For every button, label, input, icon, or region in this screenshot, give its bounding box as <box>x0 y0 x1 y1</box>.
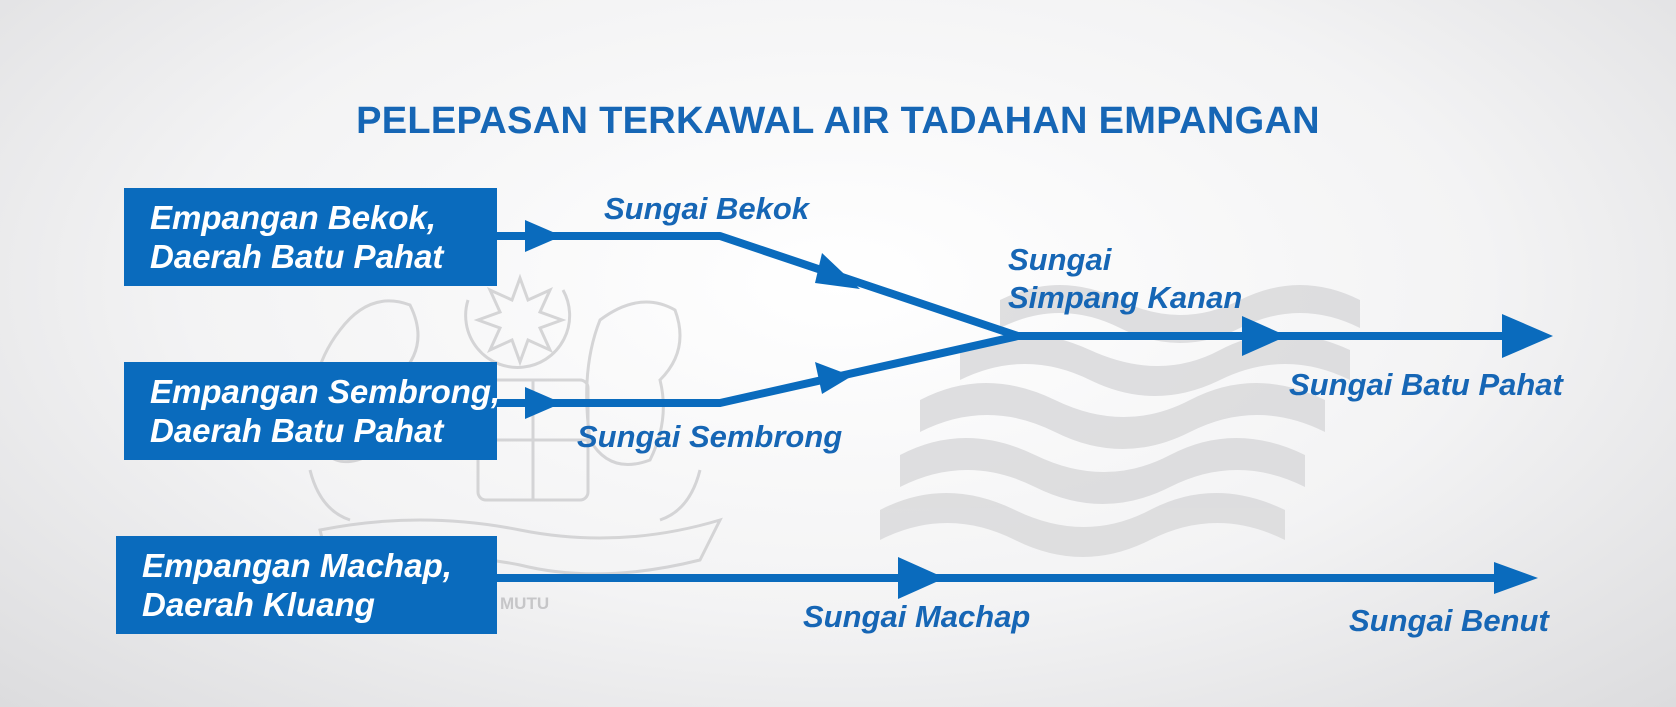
flow-line-bekok <box>495 232 1020 340</box>
dam-box-machap: Empangan Machap, Daerah Kluang <box>116 536 497 634</box>
arrow-bekok-mid <box>815 253 860 289</box>
dam-machap-name: Empangan Machap, <box>142 547 452 584</box>
river-label-machap: Sungai Machap <box>803 599 1031 634</box>
arrow-batu-pahat-end <box>1502 314 1553 358</box>
dam-box-bekok: Empangan Bekok, Daerah Batu Pahat <box>124 188 497 286</box>
diagram-title: PELEPASAN TERKAWAL AIR TADAHAN EMPANGAN <box>356 100 1320 142</box>
river-label-simpang-kanan-1: Sungai <box>1008 242 1112 277</box>
arrow-sembrong-mid <box>815 362 852 394</box>
river-label-sembrong: Sungai Sembrong <box>577 419 843 454</box>
dam-sembrong-district: Daerah Batu Pahat <box>150 412 444 449</box>
river-label-simpang-kanan-2: Simpang Kanan <box>1008 280 1243 315</box>
watermark-motto-text: MUTU <box>500 594 550 613</box>
arrow-bekok-outlet <box>525 220 562 252</box>
arrow-batu-pahat-mid <box>1242 316 1287 356</box>
dam-bekok-district: Daerah Batu Pahat <box>150 238 444 275</box>
river-label-benut: Sungai Benut <box>1349 603 1549 638</box>
dam-box-sembrong: Empangan Sembrong, Daerah Batu Pahat <box>124 362 501 460</box>
arrow-benut-end <box>1494 562 1538 594</box>
dam-sembrong-name: Empangan Sembrong, <box>150 373 501 410</box>
dam-machap-district: Daerah Kluang <box>142 586 375 623</box>
arrow-machap-mid <box>898 557 945 599</box>
arrow-sembrong-outlet <box>525 387 562 419</box>
dam-bekok-name: Empangan Bekok, <box>150 199 437 236</box>
river-label-bekok: Sungai Bekok <box>604 191 809 226</box>
flow-line-sembrong <box>495 332 1019 407</box>
river-label-batu-pahat: Sungai Batu Pahat <box>1289 367 1563 402</box>
